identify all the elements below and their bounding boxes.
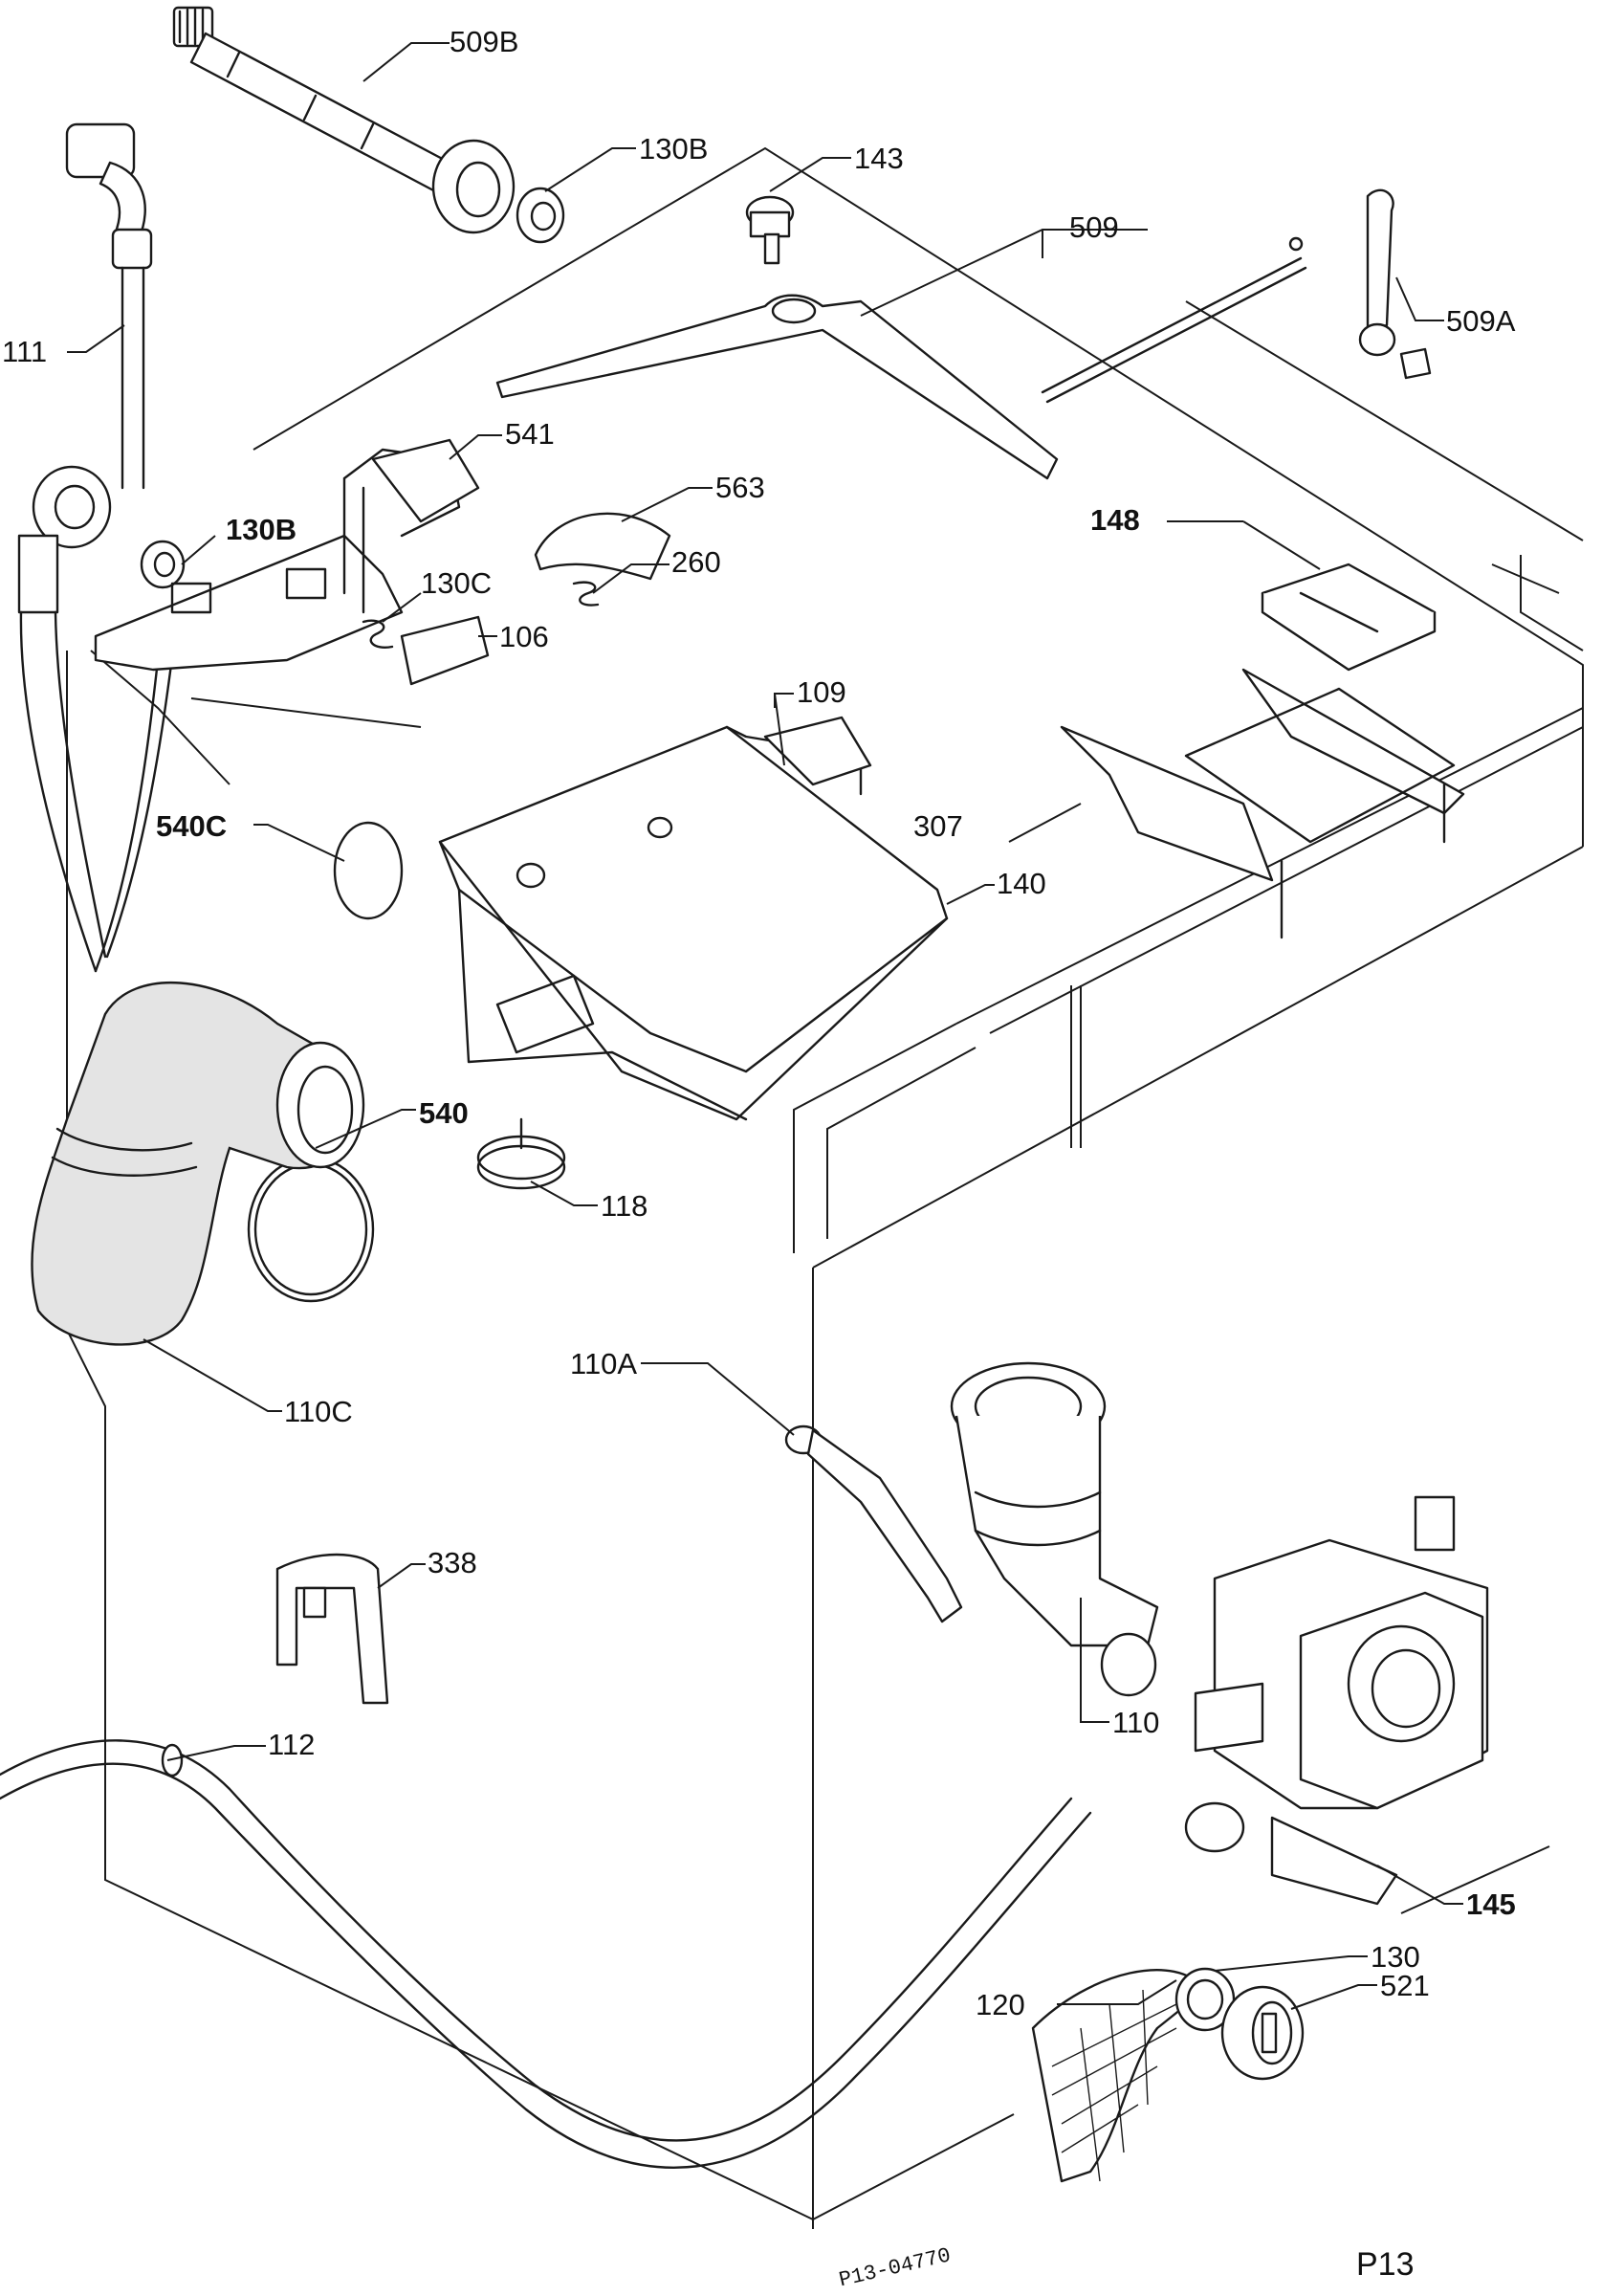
spring-260 — [572, 581, 600, 607]
label-509b: 509B — [450, 25, 519, 58]
knob-143 — [745, 195, 795, 265]
clip-106 — [400, 615, 490, 686]
cap-521 — [1220, 1985, 1305, 2081]
drawer-307 — [1060, 668, 1465, 939]
filter-120 — [1031, 1967, 1236, 2183]
label-130b-top: 130B — [639, 132, 709, 166]
lever-509 — [495, 236, 1307, 480]
label-145: 145 — [1466, 1888, 1516, 1921]
bellows-110c — [31, 981, 365, 1346]
inlet-hose-111 — [65, 122, 153, 490]
bellows-110 — [950, 1361, 1159, 1697]
label-540: 540 — [419, 1096, 469, 1130]
dispenser-housing-140 — [438, 716, 949, 1121]
nut-130b — [140, 540, 186, 589]
wheel-118 — [476, 1117, 566, 1190]
label-118: 118 — [601, 1189, 648, 1223]
latch-148 — [1261, 563, 1437, 672]
label-111: 111 — [2, 335, 48, 368]
spring-130c — [362, 619, 394, 649]
label-509: 509 — [1069, 210, 1119, 244]
label-109: 109 — [797, 675, 846, 709]
label-148: 148 — [1090, 503, 1140, 537]
cover-563 — [534, 512, 671, 581]
leader-lines — [67, 42, 1463, 2010]
label-120: 120 — [976, 1988, 1025, 2021]
label-110c: 110C — [284, 1395, 353, 1428]
label-140: 140 — [997, 867, 1046, 900]
label-112: 112 — [268, 1728, 316, 1761]
lever-509a — [1358, 188, 1432, 380]
label-110a: 110A — [570, 1347, 638, 1380]
label-106: 106 — [499, 620, 549, 653]
cabinet-outline — [66, 146, 1584, 2229]
label-110: 110 — [1112, 1706, 1160, 1739]
clamp-540 — [247, 1156, 375, 1303]
ring-540c — [333, 821, 404, 920]
hose-loop — [17, 465, 179, 973]
label-541: 541 — [505, 417, 555, 451]
label-130c: 130C — [421, 566, 493, 600]
label-260: 260 — [671, 545, 721, 579]
label-130: 130 — [1371, 1940, 1420, 1974]
inlet-pipe-509b — [172, 6, 565, 244]
label-130b-mid: 130B — [226, 513, 297, 546]
label-540c: 540C — [156, 809, 228, 843]
pump-145 — [1184, 1495, 1489, 1906]
label-509a: 509A — [1446, 304, 1516, 338]
label-307: 307 — [913, 809, 963, 843]
label-563: 563 — [715, 471, 765, 504]
label-521: 521 — [1380, 1969, 1430, 2002]
label-143: 143 — [854, 142, 904, 175]
hose-110a — [784, 1424, 963, 1623]
valve-bracket-541 — [94, 438, 480, 672]
drain-hose-112 — [0, 1739, 1092, 2169]
clip-338 — [275, 1553, 389, 1705]
page-id: P13 — [1356, 2246, 1415, 2283]
label-338: 338 — [428, 1546, 477, 1579]
